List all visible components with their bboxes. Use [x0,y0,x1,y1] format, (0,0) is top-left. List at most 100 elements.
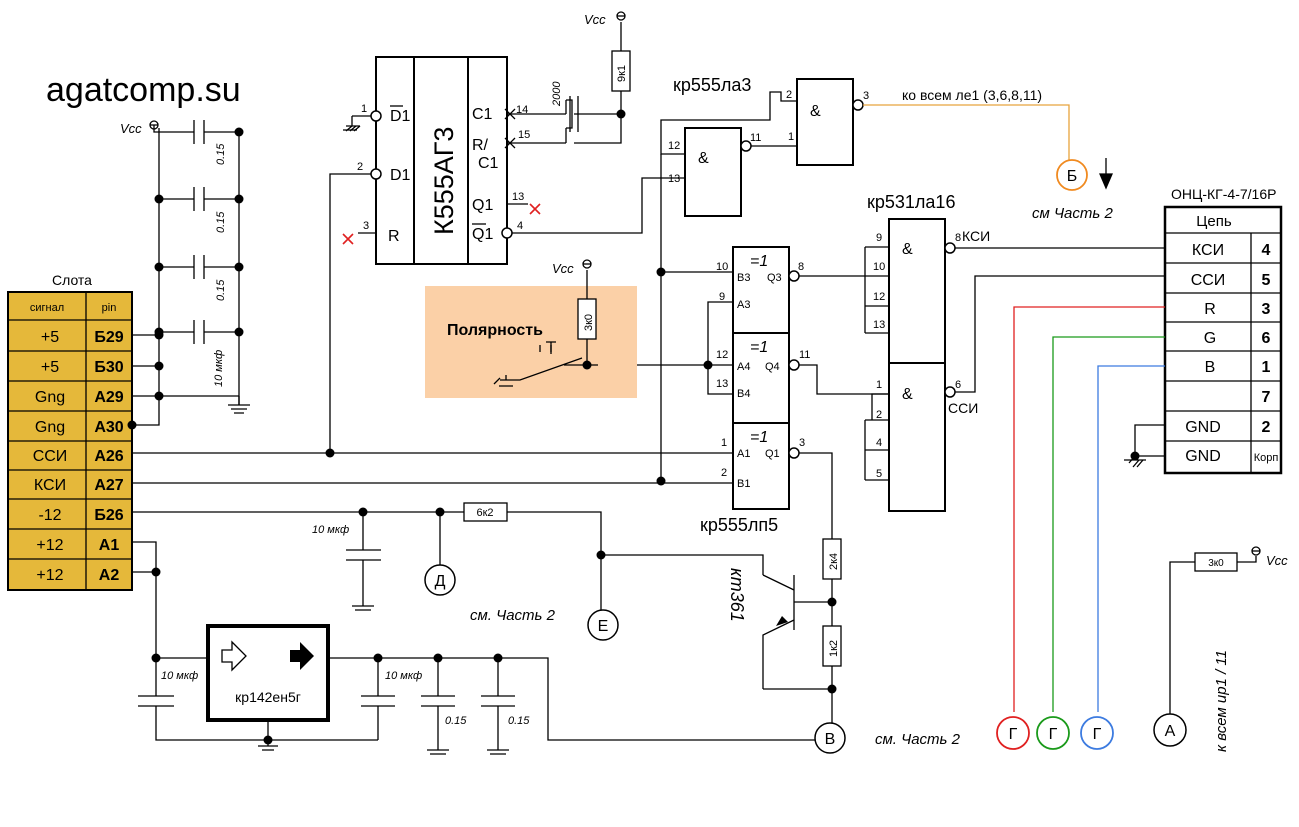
schematic-label: 12 [716,349,728,361]
schematic-label: 2к4 [828,553,840,570]
schematic-wire [150,124,159,133]
slot-signal: -12 [38,507,61,524]
schematic-wire [258,720,278,751]
schematic-label: 0.15 [215,279,227,301]
junction-or-pin-mark [424,564,456,596]
vcc-label: Vcc [120,121,142,136]
schematic-label: GND [1185,448,1221,465]
schematic-label: 9 [876,232,882,244]
chip-kr555lp5-name: кр555лп5 [700,515,778,535]
schematic-label: 4 [517,220,523,232]
schematic-label: Vcc [1266,553,1288,568]
schematic-label: 3к0 [583,314,595,331]
schematic-label: 12 [668,140,680,152]
polarity-label: Полярность [447,322,543,339]
schematic-label: 15 [518,129,530,141]
schematic-label: =1 [750,339,768,356]
schematic-label: D1 [390,167,411,184]
junction-or-pin-mark [1036,716,1070,750]
schematic-wire [566,99,573,129]
slot-pin: Б29 [94,329,123,346]
junction-or-pin-mark [154,330,164,340]
schematic-label: 0.15 [215,211,227,233]
schematic-wire [955,275,1165,393]
schematic-label: 4 [1262,242,1271,259]
ref-a: А [1165,723,1176,740]
ref-g-red: Г [1009,726,1018,743]
chip-kr531la16: кр531ла16 & & 9 10 12 13 8 КСИ 1 2 4 5 6… [864,192,1165,512]
schematic-label: см. Часть 2 [875,731,961,748]
chip-kr555la3-name: кр555ла3 [673,75,751,95]
schematic-label: В1 [737,478,750,490]
schematic-wire [345,125,361,132]
schematic-label: Корп [1254,452,1279,464]
schematic-label: Цепь [1196,213,1232,230]
schematic-label: =1 [750,253,768,270]
schematic-label: А4 [737,361,750,373]
schematic-wire [1013,306,1165,712]
schematic-wire [132,541,157,658]
schematic-label: 2000 [551,81,563,107]
schematic-label: 10 мкф [385,670,422,682]
junction-or-pin-mark [703,360,713,370]
transistor-label: кт361 [727,568,747,622]
schematic-label: 9к1 [616,65,628,82]
schematic-wire [1237,556,1257,563]
power-section: 10 мкф 6к2 Д Е см. Часть 2 10 мкф кр142е… [132,448,961,755]
schematic-wire [574,113,622,144]
schematic-label: 11 [799,349,810,361]
ref-g-green: Г [1049,726,1058,743]
junction-or-pin-mark [587,609,619,641]
schematic-label: А1 [737,448,750,460]
schematic-wire [206,624,330,722]
schematic-label: В4 [737,388,750,400]
schematic-wire [796,78,854,166]
junction-or-pin-mark [234,262,244,272]
chip-kr555la3: кр555ла3 & 2 3 1 & 11 12 13 ко всем ле1 … [660,75,1070,217]
slot-header-signal: сигнал [30,302,64,314]
schematic-wire [1134,424,1165,456]
slot-pin: Б30 [94,359,123,376]
schematic-label: 10 [873,261,885,273]
slot-signal: Gng [35,419,65,436]
schematic-label: 11 [750,132,761,144]
schematic-label: 3 [1262,301,1271,318]
schematic-label: Q1 [765,448,780,460]
schematic-wire [193,255,205,279]
schematic-label: 2 [1262,419,1271,436]
slot-signal: КСИ [34,477,66,494]
schematic-wire [1097,365,1165,712]
schematic-wire [375,56,508,265]
schematic-wire [600,554,764,610]
schematic-label: & [902,386,913,403]
junction-or-pin-mark [154,361,164,371]
junction-or-pin-mark [325,448,335,458]
schematic-label: 3к0 [1208,558,1224,569]
schematic-wire [329,173,371,453]
chip-k555ag3: К555АГ3 D1 D1 R C1 R/ C1 Q1 Q1 1 2 3 14 … [329,11,685,453]
schematic-label: Vcc [584,12,606,27]
schematic-wire [361,658,395,740]
junction-or-pin-mark [996,716,1030,750]
decoupling-caps: 0.15 0.15 0.15 10 мкф Vcc [120,120,250,430]
schematic-wire [132,396,160,426]
schematic-wire [529,203,541,215]
schematic-wire [863,104,1070,160]
schematic-wire [499,341,598,387]
slot-signal: Gng [35,389,65,406]
site-title: agatcomp.su [46,71,241,109]
schematic-label: 4 [876,437,882,449]
schematic-label: 13 [668,173,680,185]
junction-or-pin-mark [788,359,800,371]
schematic-wire [684,127,742,217]
schematic-wire [569,96,579,132]
slot-title: Слота [52,272,92,288]
schematic-label: 8 [798,261,804,273]
chip-kr531la16-name: кр531ла16 [867,192,955,212]
schematic-label: В3 [737,272,750,284]
schematic-wire [481,658,515,755]
schematic-wire [660,91,797,155]
chip-k555ag3-name: К555АГ3 [429,127,459,235]
schematic-label: Q3 [767,272,782,284]
